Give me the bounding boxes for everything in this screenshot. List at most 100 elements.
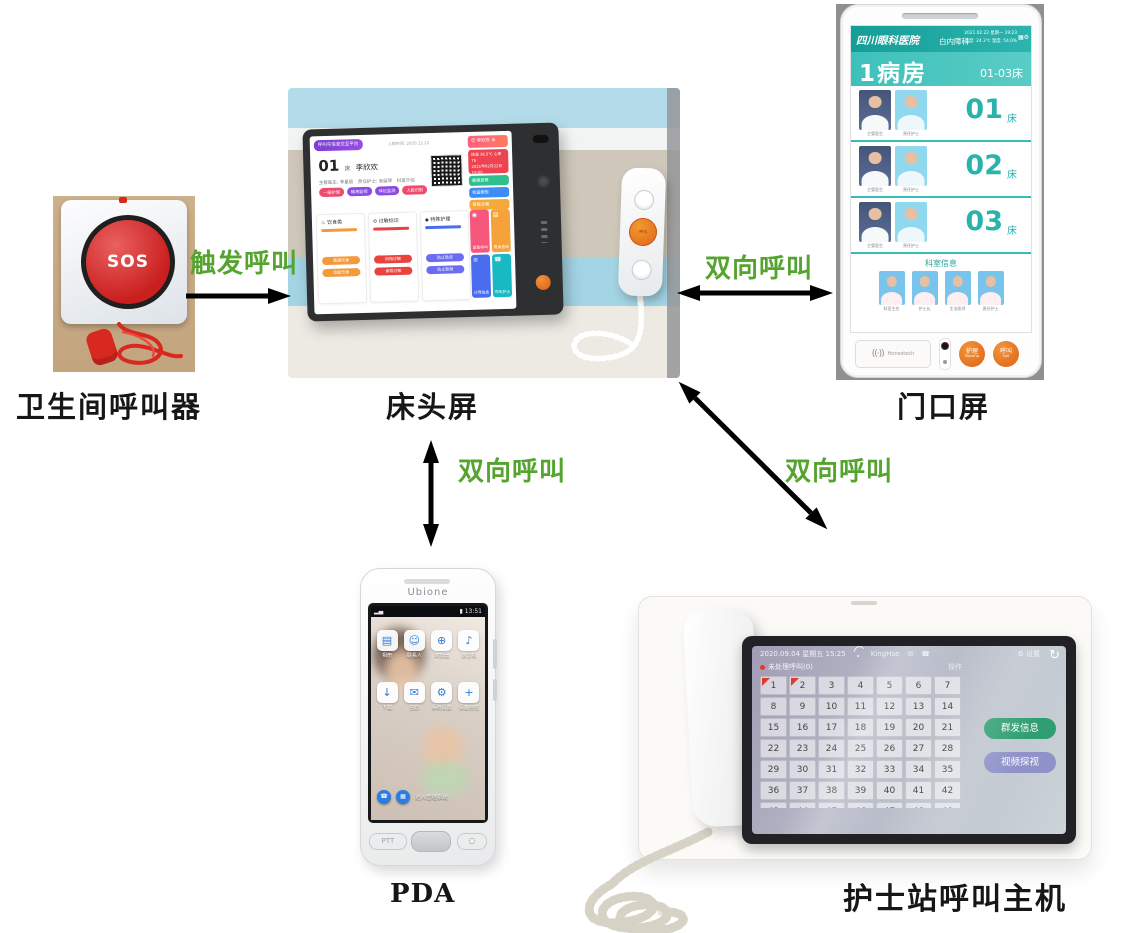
- department-info-title: 科室信息: [925, 259, 957, 268]
- pda-app: ♪ 录音机: [457, 630, 481, 659]
- door-bed-unit: 床: [1007, 114, 1017, 125]
- phone-icon: ☎: [377, 790, 391, 804]
- pda-app: ▤ 相册: [375, 630, 399, 659]
- department-name: 白内障科: [939, 37, 969, 46]
- bed-cell: 36: [760, 781, 787, 800]
- door-device-body: 四川眼科医院 白内障科 2021.02.22 星期一 19:23 温度: 24.…: [840, 4, 1042, 378]
- bed-cell: 28: [934, 739, 961, 758]
- door-screen-photo: 四川眼科医院 白内障科 2021.02.22 星期一 19:23 温度: 24.…: [836, 4, 1044, 380]
- nursing-button-en: Nursing: [965, 354, 979, 359]
- app-label: 联系人: [406, 653, 422, 659]
- alert-text: 未处理呼叫(0): [768, 663, 813, 671]
- caption-door: 门口屏: [897, 390, 991, 424]
- bed-cell: 44: [789, 802, 816, 808]
- pda-footer: ☎ ▦ 进入管理系统: [377, 790, 448, 804]
- bed-cell: 32: [847, 760, 874, 779]
- host-settings: ⚙ 设置: [1017, 649, 1040, 659]
- calendar-icon: ▦: [1017, 34, 1024, 41]
- doctor-caption: 主管医生: [867, 131, 883, 136]
- bed-cell: 35: [934, 760, 961, 779]
- caption-pda: PDA: [390, 879, 456, 909]
- nursing-button: 护理 Nursing: [959, 341, 985, 367]
- handset-top-button: [633, 189, 655, 211]
- door-bottom-panel: ((·)) Honestech 护理 Nursing 呼叫 Call: [855, 337, 1027, 371]
- bed-cell: 27: [905, 739, 932, 758]
- handset-cord: [571, 293, 645, 362]
- host-status-bar: 2020.09.04 星期五 15:25 KingHse ✉ ☎: [760, 649, 930, 659]
- bed-cell: 26: [876, 739, 903, 758]
- ward-bed-range: 01-03床: [980, 67, 1023, 80]
- side-key: [493, 679, 497, 701]
- alert-dot: [760, 664, 765, 670]
- door-speaker-slot: [902, 13, 978, 19]
- door-bed-unit: 床: [1007, 170, 1017, 181]
- bedside-wall-photo: 呼叫与信息交互平台 入院时间: 2020.12.21 01 床 李欣欢 主管医生…: [288, 88, 680, 378]
- nursing-button-cn: 护理: [965, 347, 978, 355]
- bed-cell: 6: [905, 676, 932, 695]
- app-label: 录音机: [461, 653, 477, 659]
- bed-cell: 8: [760, 697, 787, 716]
- pda-status-bar: ▂▄ ▮ 13:51: [371, 606, 485, 617]
- staff-caption: 护士长: [918, 306, 931, 311]
- staff-caption: 主治医师: [949, 306, 966, 311]
- photo-blob-child-shirt: [421, 762, 469, 796]
- door-bed-unit: 床: [1007, 226, 1017, 237]
- bed-cell: 37: [789, 781, 816, 800]
- arrow-label-bidir-top: 双向呼叫: [705, 254, 814, 284]
- call-button: 呼叫 Call: [993, 341, 1019, 367]
- host-handset-cord: [584, 827, 713, 933]
- door-header-icons: ▦⚙: [1018, 34, 1029, 41]
- bed-cell: 12: [876, 697, 903, 716]
- staff-caption: 责任护士: [982, 306, 999, 311]
- bed-cell: 47: [876, 802, 903, 808]
- app-icon: +: [458, 682, 480, 703]
- bed-cell: 30: [789, 760, 816, 779]
- host-screen: 2020.09.04 星期五 15:25 KingHse ✉ ☎ ⚙ 设置 ↻ …: [752, 646, 1066, 834]
- staff-photo: [944, 271, 971, 305]
- door-datetime: 2021.02.22 星期一 19:23: [964, 31, 1017, 36]
- app-icon: ↓: [376, 682, 398, 703]
- door-bed-row: 主管医生 责任护士 03 床: [851, 198, 1031, 254]
- ward-name: 1病房: [859, 61, 928, 87]
- host-operation-label: 操作: [948, 663, 962, 671]
- pda-screen: ▂▄ ▮ 13:51 ▤ 相册 ☺ 联系人 ⊕ 浏览器: [371, 606, 485, 820]
- sos-button-label: SOS: [107, 252, 149, 272]
- app-label: 下载: [381, 705, 392, 711]
- bed-cell: 9: [789, 697, 816, 716]
- host-top-notch: [851, 601, 877, 605]
- hospital-name: 四川眼科医院: [856, 35, 919, 47]
- doctor-photo: [859, 202, 891, 242]
- broadcast-button: 群发信息: [984, 718, 1056, 739]
- bed-cell: 38: [818, 781, 845, 800]
- bed-cell: 4: [847, 676, 874, 695]
- department-info-section: 科室信息 科室主任 护士长 主治医师: [851, 254, 1031, 322]
- bed-cell: 34: [905, 760, 932, 779]
- department-staff-cell: 主治医师: [944, 271, 971, 312]
- bed-cell: 23: [789, 739, 816, 758]
- power-button: ○: [457, 833, 487, 850]
- nurse-caption: 责任护士: [903, 187, 919, 192]
- host-alert-row: 未处理呼叫(0): [760, 662, 813, 672]
- bed-cell: 10: [818, 697, 845, 716]
- bedside-handset: 呼叫: [617, 167, 667, 297]
- nurse-photo: [895, 146, 927, 186]
- department-staff-cell: 责任护士: [977, 271, 1004, 312]
- intercom-speaker-box: ((·)) Honestech: [855, 340, 931, 368]
- brand-text: Honestech: [887, 351, 915, 357]
- pda-app: ☺ 联系人: [402, 630, 426, 659]
- handset-call-label: 呼叫: [638, 228, 648, 235]
- grid-icon: ▦: [396, 790, 410, 804]
- doctor-caption: 主管医生: [867, 187, 883, 192]
- bed-cell: 40: [876, 781, 903, 800]
- nurse-caption: 责任护士: [903, 131, 919, 136]
- nurse-photo: [895, 90, 927, 130]
- department-staff-cell: 科室主任: [878, 271, 905, 312]
- mail-icon: ✉: [907, 650, 914, 658]
- bed-cell: 18: [847, 718, 874, 737]
- bed-cell: 39: [847, 781, 874, 800]
- door-header: 四川眼科医院 白内障科 2021.02.22 星期一 19:23 温度: 24.…: [851, 26, 1031, 52]
- bed-cell: 24: [818, 739, 845, 758]
- bed-cell: 33: [876, 760, 903, 779]
- arrow-label-trigger: 触发呼叫: [190, 249, 299, 279]
